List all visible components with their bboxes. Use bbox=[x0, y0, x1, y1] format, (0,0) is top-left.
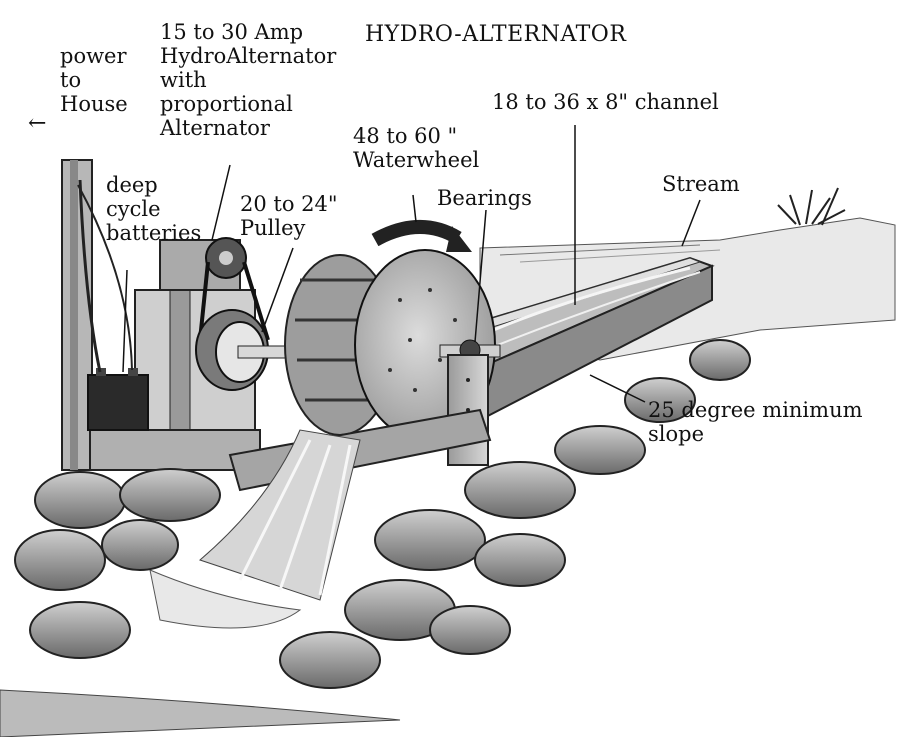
rocks bbox=[14, 339, 751, 689]
stream-label: Stream bbox=[662, 172, 740, 196]
ground bbox=[0, 689, 401, 737]
leader-lines bbox=[122, 125, 701, 403]
power-to-house-label: power to House bbox=[60, 44, 128, 116]
drive-pulley bbox=[195, 309, 301, 391]
rotation-arrow-icon bbox=[371, 220, 472, 252]
battery-housing bbox=[61, 159, 261, 471]
falling-water bbox=[149, 429, 361, 629]
battery-icon bbox=[87, 374, 149, 431]
diagram-title: HYDRO-ALTERNATOR bbox=[365, 22, 627, 47]
pulley-label: 20 to 24" Pulley bbox=[240, 192, 338, 240]
grass-icon bbox=[777, 187, 846, 226]
slope-label: 25 degree minimum slope bbox=[648, 398, 863, 446]
alternator-label: 15 to 30 Amp HydroAlternator with propor… bbox=[160, 20, 337, 140]
batteries-label: deep cycle batteries bbox=[106, 173, 202, 245]
house-arrow-icon: ← bbox=[28, 111, 47, 136]
channel-label: 18 to 36 x 8" channel bbox=[492, 90, 719, 114]
waterwheel-label: 48 to 60 " Waterwheel bbox=[353, 124, 480, 172]
bearings-label: Bearings bbox=[437, 186, 532, 210]
